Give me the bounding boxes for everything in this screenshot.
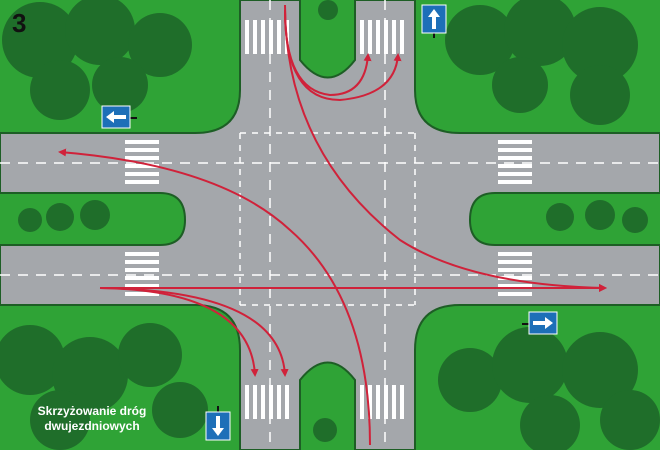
- one-way-sign-left: [101, 105, 137, 129]
- crossing-bottom-right: [360, 385, 404, 419]
- crossing-left-bottom: [125, 252, 159, 296]
- route-left-turn-right-outer: [99, 287, 289, 377]
- caption-line-1: Skrzyżowanie dróg: [37, 404, 147, 418]
- crossing-right-bottom: [498, 252, 532, 296]
- crossing-left-top: [125, 140, 159, 184]
- crossing-right-top: [498, 140, 532, 184]
- arrow-down-icon: [212, 416, 224, 436]
- arrow-up-icon: [428, 9, 440, 29]
- caption-line-2: dwujezdniowych: [44, 419, 140, 433]
- crossing-bottom-left: [245, 385, 289, 419]
- zebra-crossings: [125, 20, 532, 419]
- arrow-left-icon: [106, 111, 126, 123]
- one-way-sign-up: [421, 4, 447, 38]
- arrow-right-icon: [533, 317, 553, 329]
- one-way-sign-down: [205, 406, 231, 441]
- one-way-sign-right: [522, 311, 558, 335]
- crossing-top-right: [360, 20, 404, 54]
- route-top-turn-right-outer: [284, 9, 402, 102]
- route-top-to-right: [284, 4, 607, 292]
- route-bottom-to-left: [58, 148, 371, 446]
- card-number: 3: [12, 8, 27, 38]
- route-arrows: [58, 4, 607, 446]
- diagram-caption: Skrzyżowanie dróg dwujezdniowych: [12, 404, 172, 434]
